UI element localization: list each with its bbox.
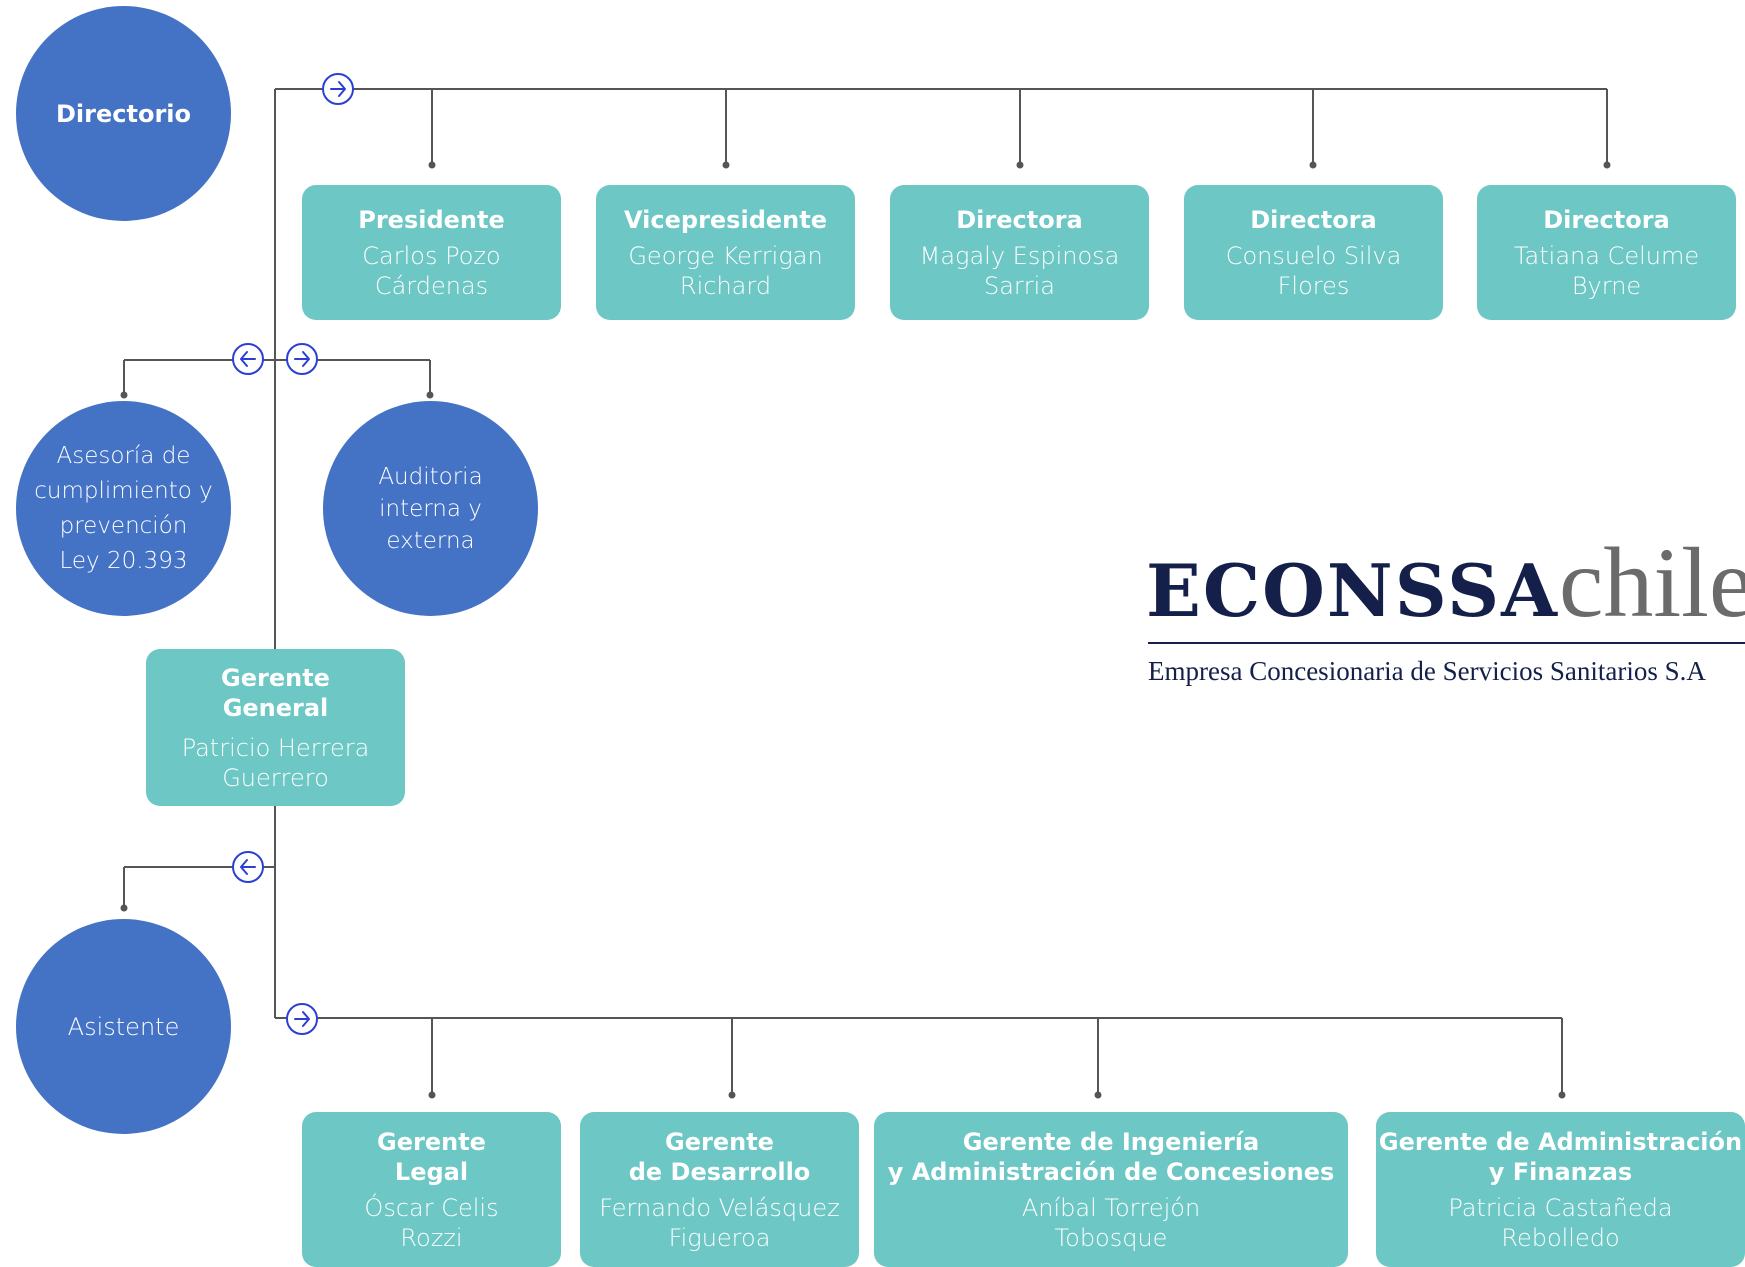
audit-label: Auditoria interna y externa	[378, 463, 483, 554]
director-role: Presidente	[358, 205, 505, 234]
manager-name: Patricia Castañeda Rebolledo	[1448, 1193, 1673, 1252]
logo-brand-bold: ECONSSA	[1146, 548, 1559, 633]
general-manager-name: Patricio Herrera Guerrero	[181, 733, 370, 792]
arrow-left-circle-icon	[232, 343, 264, 375]
director-name: Magaly Espinosa Sarria	[919, 241, 1120, 300]
manager-node: Gerente Legal Óscar Celis Rozzi	[302, 1112, 561, 1267]
director-node: Directora Tatiana Celume Byrne	[1477, 185, 1736, 320]
logo-brand-light: chile	[1559, 527, 1745, 638]
connector-dot	[1309, 161, 1317, 169]
compliance-advisory-label: Asesoría de cumplimiento y prevención Le…	[34, 442, 213, 574]
manager-role: Gerente de Administración y Finanzas	[1378, 1127, 1743, 1186]
arrow-left-circle-icon	[232, 851, 264, 883]
general-manager-role: Gerente General	[221, 663, 330, 722]
director-role: Directora	[956, 205, 1083, 234]
arrow-right-circle-icon	[286, 343, 318, 375]
logo-tagline: Empresa Concesionaria de Servicios Sanit…	[1148, 656, 1706, 686]
director-node: Presidente Carlos Pozo Cárdenas	[302, 185, 561, 320]
director-node: Directora Consuelo Silva Flores	[1184, 185, 1443, 320]
connector-dot	[1094, 1091, 1102, 1099]
connector-dot	[120, 391, 128, 399]
assistant-label: Asistente	[67, 1012, 180, 1041]
director-role: Directora	[1543, 205, 1670, 234]
director-role: Directora	[1250, 205, 1377, 234]
director-name: Carlos Pozo Cárdenas	[362, 241, 501, 300]
director-name: George Kerrigan Richard	[628, 241, 823, 300]
arrow-right-circle-icon	[322, 73, 354, 105]
manager-name: Aníbal Torrejón Tobosque	[1021, 1193, 1201, 1252]
connector-dot	[428, 161, 436, 169]
connector-dot	[426, 391, 434, 399]
director-name: Tatiana Celume Byrne	[1513, 241, 1700, 300]
audit-node: Auditoria interna y externa	[323, 401, 538, 616]
connector-dot	[428, 1091, 436, 1099]
company-logo: ECONSSAchile	[1146, 525, 1745, 640]
connector-dot	[1603, 161, 1611, 169]
assistant-node: Asistente	[16, 919, 231, 1134]
general-manager-node: Gerente General Patricio Herrera Guerrer…	[146, 649, 405, 806]
connector-dot	[1558, 1091, 1566, 1099]
manager-node: Gerente de Desarrollo Fernando Velásquez…	[580, 1112, 859, 1267]
manager-role: Gerente de Ingeniería y Administración d…	[887, 1127, 1335, 1186]
director-name: Consuelo Silva Flores	[1225, 241, 1402, 300]
connector-dot	[1016, 161, 1024, 169]
connector-dot	[120, 904, 128, 912]
logo-divider	[1148, 642, 1745, 644]
manager-name: Fernando Velásquez Figueroa	[599, 1193, 840, 1252]
manager-role: Gerente de Desarrollo	[628, 1127, 811, 1186]
connector-dot	[722, 161, 730, 169]
board-label: Directorio	[56, 99, 191, 128]
manager-node: Gerente de Ingeniería y Administración d…	[874, 1112, 1348, 1267]
connector-dot	[728, 1091, 736, 1099]
compliance-advisory-node: Asesoría de cumplimiento y prevención Le…	[16, 401, 231, 616]
board-node: Directorio	[16, 6, 231, 221]
director-node: Directora Magaly Espinosa Sarria	[890, 185, 1149, 320]
director-node: Vicepresidente George Kerrigan Richard	[596, 185, 855, 320]
manager-name: Óscar Celis Rozzi	[364, 1193, 499, 1252]
manager-node: Gerente de Administración y Finanzas Pat…	[1376, 1112, 1745, 1267]
arrow-right-circle-icon	[286, 1003, 318, 1035]
director-role: Vicepresidente	[624, 205, 827, 234]
manager-role: Gerente Legal	[377, 1127, 486, 1186]
